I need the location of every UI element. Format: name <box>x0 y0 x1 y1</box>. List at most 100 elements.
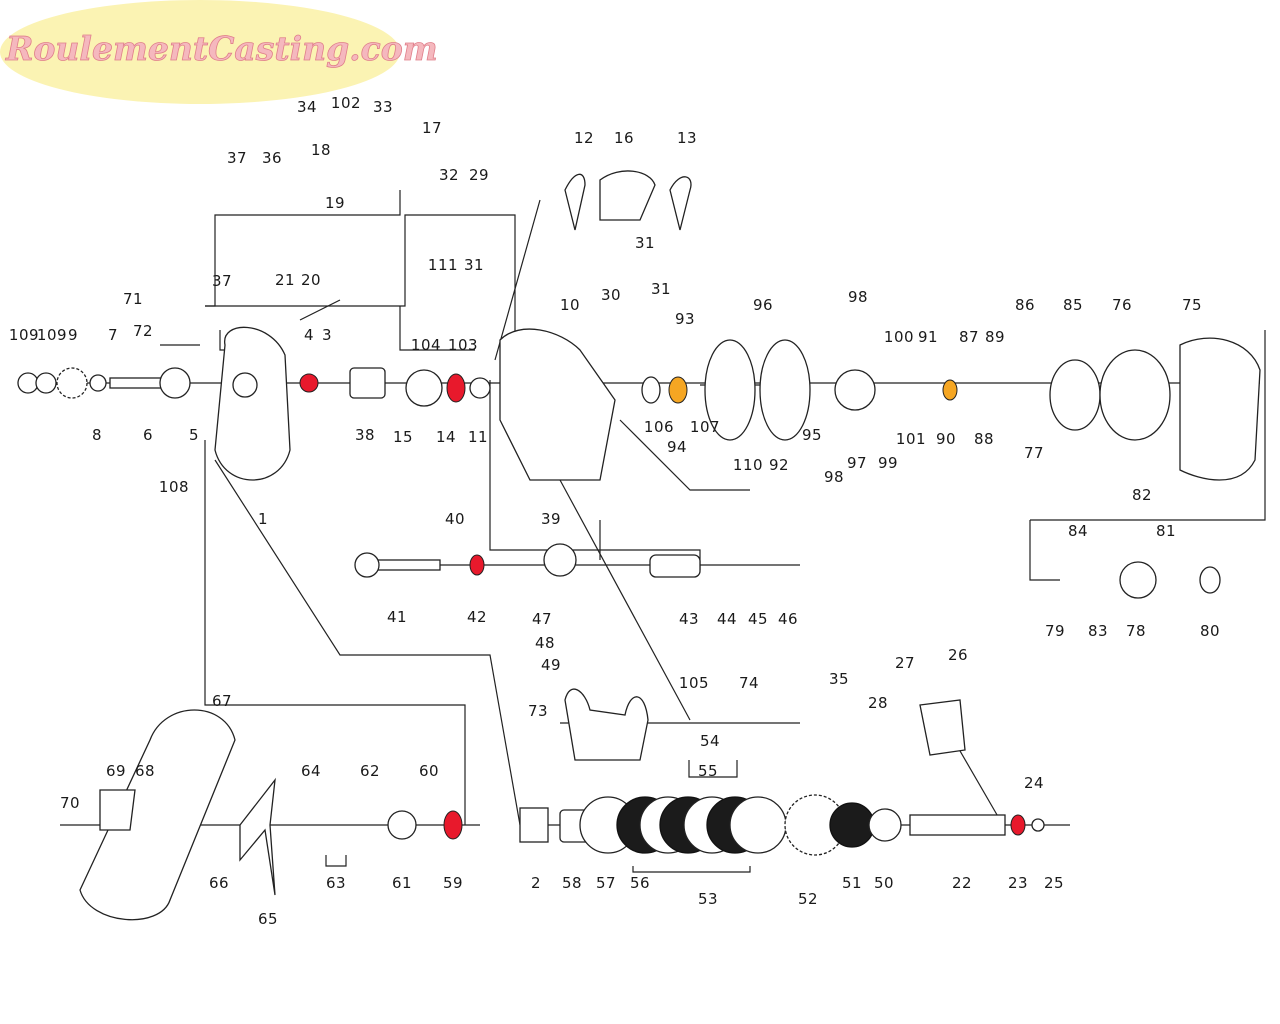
part-label-p75: 75 <box>1182 296 1202 314</box>
part-label-p31c: 31 <box>651 280 671 298</box>
part-label-p90: 90 <box>936 430 956 448</box>
part-label-p84: 84 <box>1068 522 1088 540</box>
part-label-p98a: 98 <box>848 288 868 306</box>
part-label-p27: 27 <box>895 654 915 672</box>
part-label-p104: 104 <box>411 336 441 354</box>
part-label-p51: 51 <box>842 874 862 892</box>
part-label-p2: 2 <box>531 874 541 892</box>
part-label-p66: 66 <box>209 874 229 892</box>
part-label-p63: 63 <box>326 874 346 892</box>
part-label-p33: 33 <box>373 98 393 116</box>
part-label-p48: 48 <box>535 634 555 652</box>
part-label-p71: 71 <box>123 290 143 308</box>
part-label-p76: 76 <box>1112 296 1132 314</box>
part-label-p3: 3 <box>322 326 332 344</box>
part-label-p21: 21 <box>275 271 295 289</box>
part-label-p8: 8 <box>92 426 102 444</box>
parts <box>17 170 1261 921</box>
part-label-p97: 97 <box>847 454 867 472</box>
part-label-p85: 85 <box>1063 296 1083 314</box>
part-label-p6: 6 <box>143 426 153 444</box>
part-label-p43: 43 <box>679 610 699 628</box>
part-label-p78: 78 <box>1126 622 1146 640</box>
part-label-p26: 26 <box>948 646 968 664</box>
part-label-p34: 34 <box>297 98 317 116</box>
part-label-p7: 7 <box>108 326 118 344</box>
part-label-p9: 9 <box>68 326 78 344</box>
part-label-p39: 39 <box>541 510 561 528</box>
part-label-p49: 49 <box>541 656 561 674</box>
part-label-p18: 18 <box>311 141 331 159</box>
bearing-4 <box>299 373 319 393</box>
part-label-p53: 53 <box>698 890 718 908</box>
part-label-p1: 1 <box>258 510 268 528</box>
part-label-p111: 111 <box>428 256 458 274</box>
part-label-p14: 14 <box>436 428 456 446</box>
logo-text: RoulementCasting.com <box>5 29 438 68</box>
part-label-p38: 38 <box>355 426 375 444</box>
part-label-p28: 28 <box>868 694 888 712</box>
part-label-p91: 91 <box>918 328 938 346</box>
part-label-p19: 19 <box>325 194 345 212</box>
part-label-p25: 25 <box>1044 874 1064 892</box>
part-label-p16: 16 <box>614 129 634 147</box>
part-label-p15: 15 <box>393 428 413 446</box>
part-label-p64: 64 <box>301 762 321 780</box>
bearing-42 <box>469 554 485 576</box>
part-label-p89: 89 <box>985 328 1005 346</box>
part-label-p55: 55 <box>698 762 718 780</box>
part-label-p86: 86 <box>1015 296 1035 314</box>
part-label-p92: 92 <box>769 456 789 474</box>
part-label-p110: 110 <box>733 456 763 474</box>
part-label-p70: 70 <box>60 794 80 812</box>
part-label-p105: 105 <box>679 674 709 692</box>
part-label-p69: 69 <box>106 762 126 780</box>
part-label-p106: 106 <box>644 418 674 436</box>
part-label-p29: 29 <box>469 166 489 184</box>
part-label-p59: 59 <box>443 874 463 892</box>
part-label-p40: 40 <box>445 510 465 528</box>
part-label-p94: 94 <box>667 438 687 456</box>
part-label-p80: 80 <box>1200 622 1220 640</box>
part-label-p73: 73 <box>528 702 548 720</box>
part-label-p45: 45 <box>748 610 768 628</box>
part-label-p98b: 98 <box>824 468 844 486</box>
part-label-p93: 93 <box>675 310 695 328</box>
part-label-p17: 17 <box>422 119 442 137</box>
bearing-94 <box>668 376 688 404</box>
bearing-59 <box>443 810 463 840</box>
part-label-p57: 57 <box>596 874 616 892</box>
logo: RoulementCasting.com <box>0 0 438 104</box>
part-label-p95: 95 <box>802 426 822 444</box>
part-label-p72: 72 <box>133 322 153 340</box>
part-label-p23: 23 <box>1008 874 1028 892</box>
part-label-p107: 107 <box>690 418 720 436</box>
part-label-p5: 5 <box>189 426 199 444</box>
part-label-p36: 36 <box>262 149 282 167</box>
part-label-p67: 67 <box>212 692 232 710</box>
part-label-p61: 61 <box>392 874 412 892</box>
part-label-p74: 74 <box>739 674 759 692</box>
logo-background <box>0 0 400 104</box>
part-label-p56: 56 <box>630 874 650 892</box>
part-label-p79: 79 <box>1045 622 1065 640</box>
part-label-p83: 83 <box>1088 622 1108 640</box>
part-label-p68: 68 <box>135 762 155 780</box>
part-label-p46: 46 <box>778 610 798 628</box>
part-label-p13: 13 <box>677 129 697 147</box>
part-label-p103: 103 <box>448 336 478 354</box>
part-label-p20: 20 <box>301 271 321 289</box>
bearing-90 <box>942 379 958 401</box>
part-label-p77: 77 <box>1024 444 1044 462</box>
part-label-p65: 65 <box>258 910 278 928</box>
part-label-p37b: 37 <box>212 272 232 290</box>
part-label-p44: 44 <box>717 610 737 628</box>
part-label-p10: 10 <box>560 296 580 314</box>
part-label-p101: 101 <box>896 430 926 448</box>
part-label-p11: 11 <box>468 428 488 446</box>
part-label-p24: 24 <box>1024 774 1044 792</box>
part-label-p109: 109 <box>9 326 39 344</box>
